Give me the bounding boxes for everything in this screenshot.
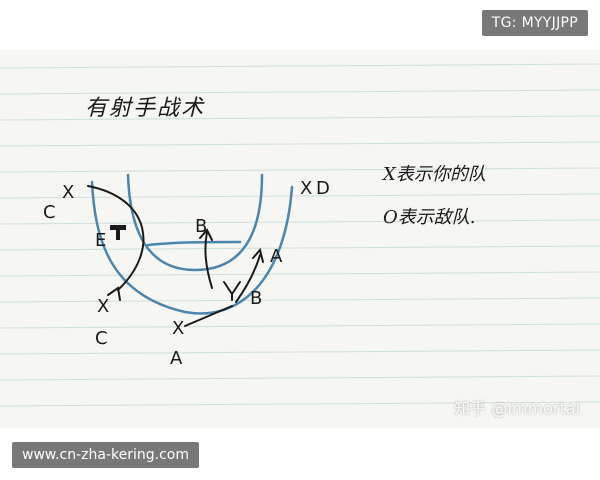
- label-d: D: [316, 178, 330, 199]
- notebook-sketch: [0, 63, 600, 407]
- mid-lane-line: [146, 240, 242, 247]
- legend-x: X表示你的队: [383, 164, 486, 185]
- arc-top-to-c: [87, 185, 145, 291]
- url-watermark-badge: www.cn-zha-kering.com: [12, 442, 199, 468]
- arrow-to-a-right: [235, 254, 261, 303]
- label-x-top: X: [62, 182, 75, 203]
- legend-o: O表示敌队.: [383, 207, 476, 228]
- notebook-paper: 有射手战术 X表示你的队 O表示敌队. C X X D E B A B X C …: [0, 50, 600, 428]
- zhihu-watermark: 知乎 @Immortal: [454, 399, 580, 418]
- hammer-icon: [110, 225, 126, 240]
- label-x-c-bottom: X: [97, 296, 110, 317]
- sketch-title: 有射手战术: [85, 96, 206, 121]
- label-a-bottom: A: [170, 348, 183, 369]
- label-e: E: [95, 230, 107, 251]
- label-c-top: C: [43, 202, 56, 223]
- arrowhead-b: [199, 228, 213, 241]
- label-b-bottom: B: [250, 288, 263, 309]
- label-x-a-bottom: X: [172, 318, 185, 339]
- ruled-lines: [0, 63, 600, 407]
- outer-lane-curve: [90, 180, 294, 315]
- label-b-top: B: [195, 216, 208, 237]
- arrowhead-c: [107, 286, 121, 301]
- arrow-from-a-bottom: [184, 305, 233, 327]
- arrow-to-b-top: [204, 231, 213, 289]
- y-mark: [223, 281, 241, 301]
- arrowhead-a: [252, 247, 264, 263]
- label-c-bottom: C: [95, 328, 108, 349]
- tg-watermark-badge: TG: MYYJJPP: [481, 10, 588, 36]
- inner-lane-curve: [126, 173, 264, 272]
- label-x-d: X: [300, 178, 313, 199]
- label-a-right: A: [270, 246, 283, 267]
